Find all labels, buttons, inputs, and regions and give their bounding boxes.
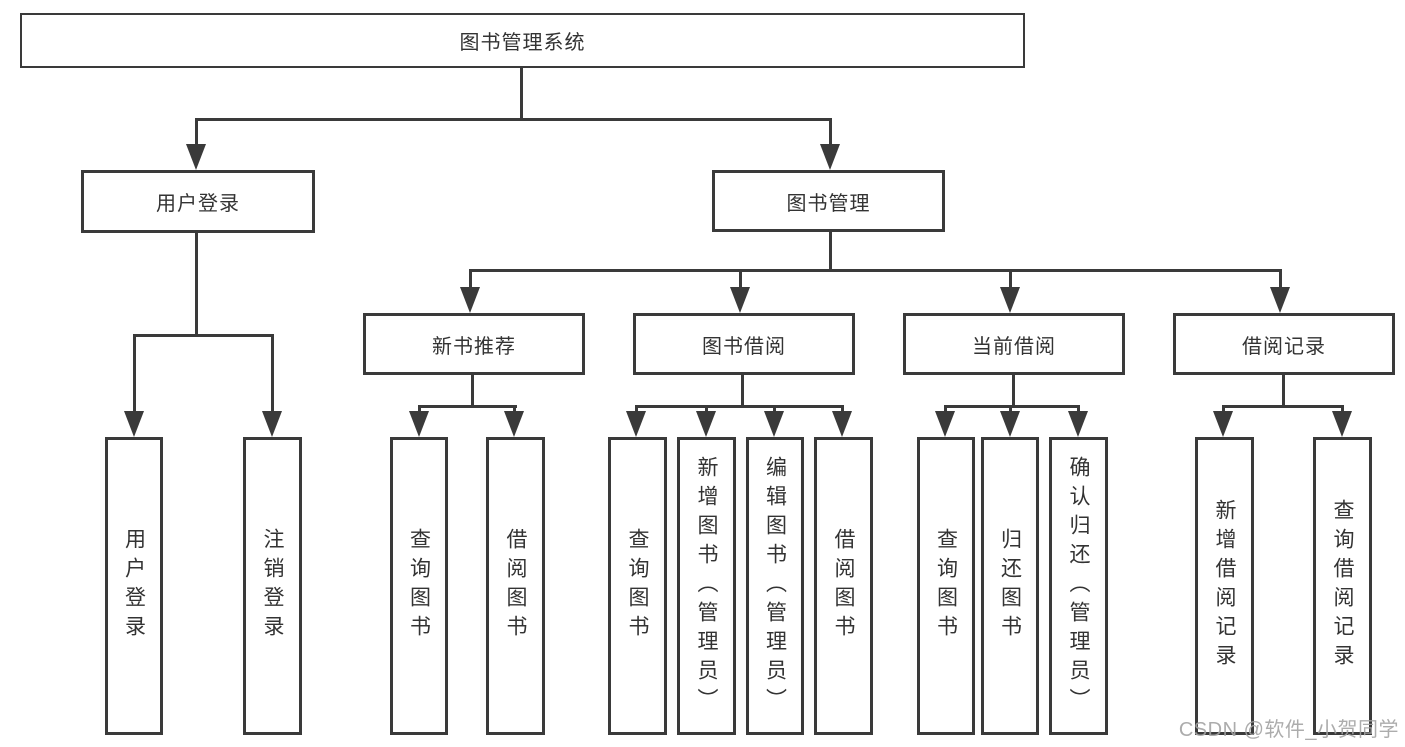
connector-line	[469, 269, 472, 291]
arrowhead-down	[124, 411, 144, 437]
arrowhead-down	[262, 411, 282, 437]
connector-line	[133, 334, 274, 337]
connector-line	[635, 405, 638, 414]
connector-line	[829, 118, 832, 146]
connector-line	[1009, 269, 1012, 291]
leaf-borrowing-borrow-books-label: 借阅图书	[832, 528, 855, 644]
leaf-borrowing-add-books-admin: 新增图书（管理员）	[677, 437, 736, 735]
leaf-current-query-books: 查询图书	[917, 437, 975, 735]
connector-line	[195, 118, 832, 121]
leaf-borrowing-borrow-books: 借阅图书	[814, 437, 873, 735]
node-borrowing-records: 借阅记录	[1173, 313, 1395, 375]
connector-line	[741, 375, 744, 408]
watermark: CSDN @软件_小贺同学	[1178, 719, 1399, 741]
connector-line	[1341, 405, 1344, 414]
connector-line	[635, 405, 843, 408]
connector-line	[944, 405, 1080, 408]
connector-line	[513, 405, 516, 414]
node-new-book-recommend: 新书推荐	[363, 313, 585, 375]
arrowhead-down	[1270, 287, 1290, 313]
connector-line	[195, 118, 198, 146]
arrowhead-down	[820, 144, 840, 170]
arrowhead-down	[1068, 411, 1088, 437]
leaf-user-login-label: 用户登录	[122, 528, 146, 644]
leaf-borrowing-add-books-admin-label: 新增图书（管理员）	[695, 455, 718, 717]
connector-line	[1279, 269, 1282, 291]
connector-line	[418, 405, 517, 408]
node-root-label: 图书管理系统	[459, 32, 586, 54]
connector-line	[773, 405, 776, 414]
connector-line	[1222, 405, 1344, 408]
leaf-borrowing-query-books-label: 查询图书	[626, 528, 649, 644]
node-root: 图书管理系统	[20, 13, 1025, 68]
leaf-records-query-record: 查询借阅记录	[1313, 437, 1372, 735]
arrowhead-down	[186, 144, 206, 170]
node-book-management-label: 图书管理	[786, 192, 871, 215]
connector-line	[469, 269, 1282, 272]
connector-line	[418, 405, 421, 414]
leaf-records-add-record-label: 新增借阅记录	[1213, 499, 1236, 673]
connector-line	[1282, 375, 1285, 408]
leaf-records-add-record: 新增借阅记录	[1195, 437, 1254, 735]
arrowhead-down	[626, 411, 646, 437]
leaf-newbooks-borrow-books-label: 借阅图书	[504, 528, 527, 644]
leaf-borrowing-edit-books-admin: 编辑图书（管理员）	[746, 437, 804, 735]
leaf-logout: 注销登录	[243, 437, 302, 735]
connector-line	[1012, 375, 1015, 408]
leaf-newbooks-borrow-books: 借阅图书	[486, 437, 545, 735]
connector-line	[944, 405, 947, 414]
arrowhead-down	[1000, 411, 1020, 437]
node-new-book-recommend-label: 新书推荐	[432, 335, 516, 358]
arrowhead-down	[504, 411, 524, 437]
leaf-borrowing-query-books: 查询图书	[608, 437, 667, 735]
node-current-borrowing-label: 当前借阅	[972, 335, 1056, 358]
connector-line	[271, 334, 274, 412]
leaf-newbooks-query-books: 查询图书	[390, 437, 448, 735]
node-book-borrowing: 图书借阅	[633, 313, 855, 375]
node-book-borrowing-label: 图书借阅	[702, 335, 786, 358]
node-user-login: 用户登录	[81, 170, 315, 233]
arrowhead-down	[409, 411, 429, 437]
leaf-logout-label: 注销登录	[261, 528, 284, 644]
arrowhead-down	[764, 411, 784, 437]
arrowhead-down	[460, 287, 480, 313]
leaf-borrowing-edit-books-admin-label: 编辑图书（管理员）	[763, 455, 787, 717]
leaf-current-confirm-return-admin: 确认归还（管理员）	[1049, 437, 1108, 735]
arrowhead-down	[832, 411, 852, 437]
node-borrowing-records-label: 借阅记录	[1242, 335, 1326, 358]
connector-line	[1009, 405, 1012, 414]
connector-line	[829, 232, 832, 272]
connector-line	[195, 233, 198, 337]
node-book-management: 图书管理	[712, 170, 945, 232]
node-current-borrowing: 当前借阅	[903, 313, 1125, 375]
arrowhead-down	[1213, 411, 1233, 437]
connector-line	[739, 269, 742, 291]
connector-line	[1077, 405, 1080, 414]
leaf-user-login: 用户登录	[105, 437, 163, 735]
connector-line	[471, 375, 474, 408]
arrowhead-down	[696, 411, 716, 437]
arrowhead-down	[935, 411, 955, 437]
connector-line	[133, 334, 136, 412]
arrowhead-down	[730, 287, 750, 313]
leaf-current-query-books-label: 查询图书	[934, 528, 958, 644]
connector-line	[1222, 405, 1225, 414]
arrowhead-down	[1332, 411, 1352, 437]
node-user-login-label: 用户登录	[156, 193, 240, 215]
connector-line	[841, 405, 844, 414]
connector-line	[705, 405, 708, 414]
leaf-records-query-record-label: 查询借阅记录	[1331, 499, 1354, 673]
connector-line	[520, 68, 523, 120]
leaf-current-confirm-return-admin-label: 确认归还（管理员）	[1067, 455, 1090, 717]
leaf-current-return-books-label: 归还图书	[998, 528, 1022, 644]
arrowhead-down	[1000, 287, 1020, 313]
leaf-newbooks-query-books-label: 查询图书	[407, 528, 431, 644]
leaf-current-return-books: 归还图书	[981, 437, 1039, 735]
